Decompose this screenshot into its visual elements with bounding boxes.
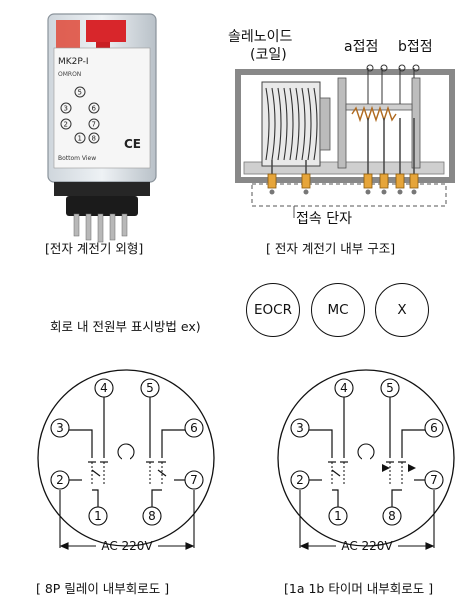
relay-structure-diagram: 솔레노이드 (코일) a접점 b접점 bbox=[222, 22, 462, 232]
solenoid-label: 솔레노이드 bbox=[228, 29, 293, 45]
svg-text:CE: CE bbox=[124, 137, 141, 151]
timer-pin-8-label: 8 bbox=[388, 509, 396, 523]
relay-brand-text: OMRON bbox=[58, 71, 81, 78]
symbol-mc: MC bbox=[311, 283, 365, 337]
caption-timer: [1a 1b 타이머 내부회로도 ] bbox=[284, 581, 434, 596]
voltage-label-right: AC 220V bbox=[341, 539, 393, 553]
relay-8p-circuit-diagram: 1 1 2 3 4 5 6 7 8 AC 220V bbox=[30, 362, 230, 562]
svg-text:5: 5 bbox=[78, 89, 82, 97]
pin-7-label: 7 bbox=[190, 473, 198, 487]
svg-text:8: 8 bbox=[92, 135, 96, 143]
svg-text:3: 3 bbox=[64, 105, 68, 113]
relay-model-text: MK2P-I bbox=[58, 57, 89, 67]
a-contact-label: a접점 bbox=[344, 39, 378, 55]
timer-pin-6-label: 6 bbox=[430, 421, 438, 435]
pin-6-label: 6 bbox=[190, 421, 198, 435]
timer-pin-7-label: 7 bbox=[430, 473, 438, 487]
b-contact-label: b접점 bbox=[398, 39, 433, 55]
timer-pin-1-label: 1 bbox=[334, 509, 342, 523]
svg-text:2: 2 bbox=[64, 121, 68, 129]
timer-pin-3-label: 3 bbox=[296, 421, 304, 435]
timer-1a1b-circuit-diagram: 1 2 3 4 5 6 7 8 AC 220V bbox=[270, 362, 470, 562]
pin-5-label: 5 bbox=[146, 381, 154, 395]
relay-photo: MK2P-I OMRON 5 3 6 2 7 1 8 Bottom View C… bbox=[36, 8, 166, 248]
symbol-x: X bbox=[375, 283, 429, 337]
bottom-view-text: Bottom View bbox=[58, 155, 96, 162]
coil-label: (코일) bbox=[250, 47, 287, 63]
pin-3-label: 3 bbox=[56, 421, 64, 435]
pin-4-label: 4 bbox=[100, 381, 108, 395]
svg-text:6: 6 bbox=[92, 105, 97, 113]
timer-pin-2-label: 2 bbox=[296, 473, 304, 487]
svg-text:7: 7 bbox=[92, 121, 96, 129]
pin-1-label: 1 bbox=[94, 509, 102, 523]
symbol-eocr: EOCR bbox=[246, 283, 300, 337]
caption-relay-structure: [ 전자 계전기 내부 구조] bbox=[266, 241, 396, 256]
pin-8-label: 8 bbox=[148, 509, 156, 523]
timer-pin-5-label: 5 bbox=[386, 381, 394, 395]
svg-text:1: 1 bbox=[78, 135, 82, 143]
voltage-label-left: AC 220V bbox=[101, 539, 153, 553]
caption-8p-relay: [ 8P 릴레이 내부회로도 ] bbox=[36, 581, 170, 596]
timer-pin-4-label: 4 bbox=[340, 381, 348, 395]
terminal-label: 접속 단자 bbox=[296, 211, 352, 227]
caption-relay-exterior: [전자 계전기 외형] bbox=[45, 241, 144, 256]
pin-2-label: 2 bbox=[56, 473, 64, 487]
power-notation-text: 회로 내 전원부 표시방법 ex) bbox=[50, 319, 201, 334]
